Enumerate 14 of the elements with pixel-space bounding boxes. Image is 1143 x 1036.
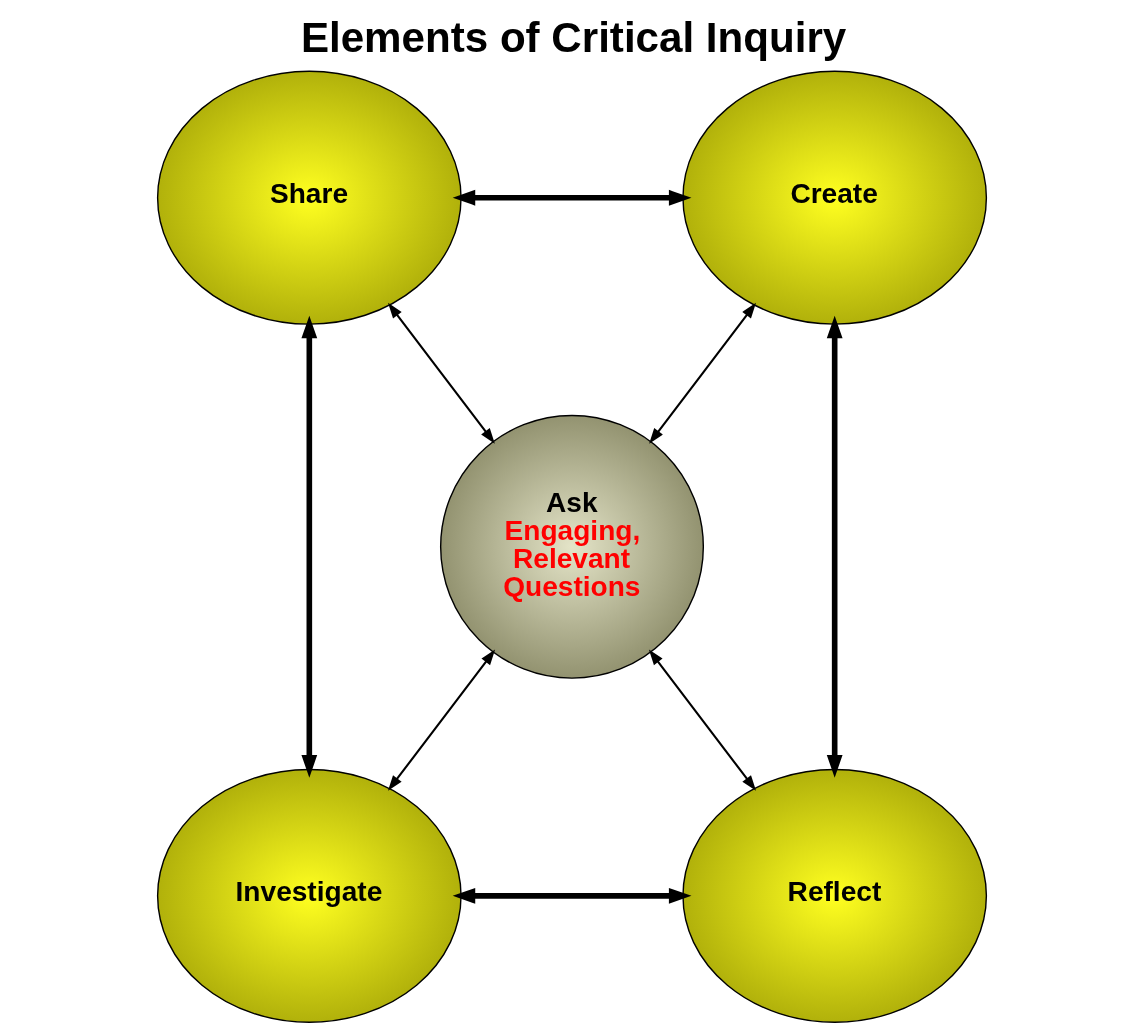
arrow	[452, 189, 691, 206]
arrow	[826, 315, 843, 778]
arrow	[452, 887, 691, 904]
node-circle: Ask Engaging, Relevant Questions	[439, 414, 704, 679]
arrow	[387, 302, 495, 444]
node-ellipse: Share	[156, 70, 462, 325]
node-ellipse: Create	[681, 70, 987, 325]
node-ellipse: Investigate	[156, 768, 462, 1023]
arrow	[300, 315, 317, 778]
arrow	[387, 649, 495, 791]
node-ellipse: Reflect	[681, 768, 987, 1023]
arrow	[648, 302, 756, 444]
arrow	[648, 649, 756, 791]
diagram-title: Elements of Critical Inquiry	[300, 13, 846, 61]
